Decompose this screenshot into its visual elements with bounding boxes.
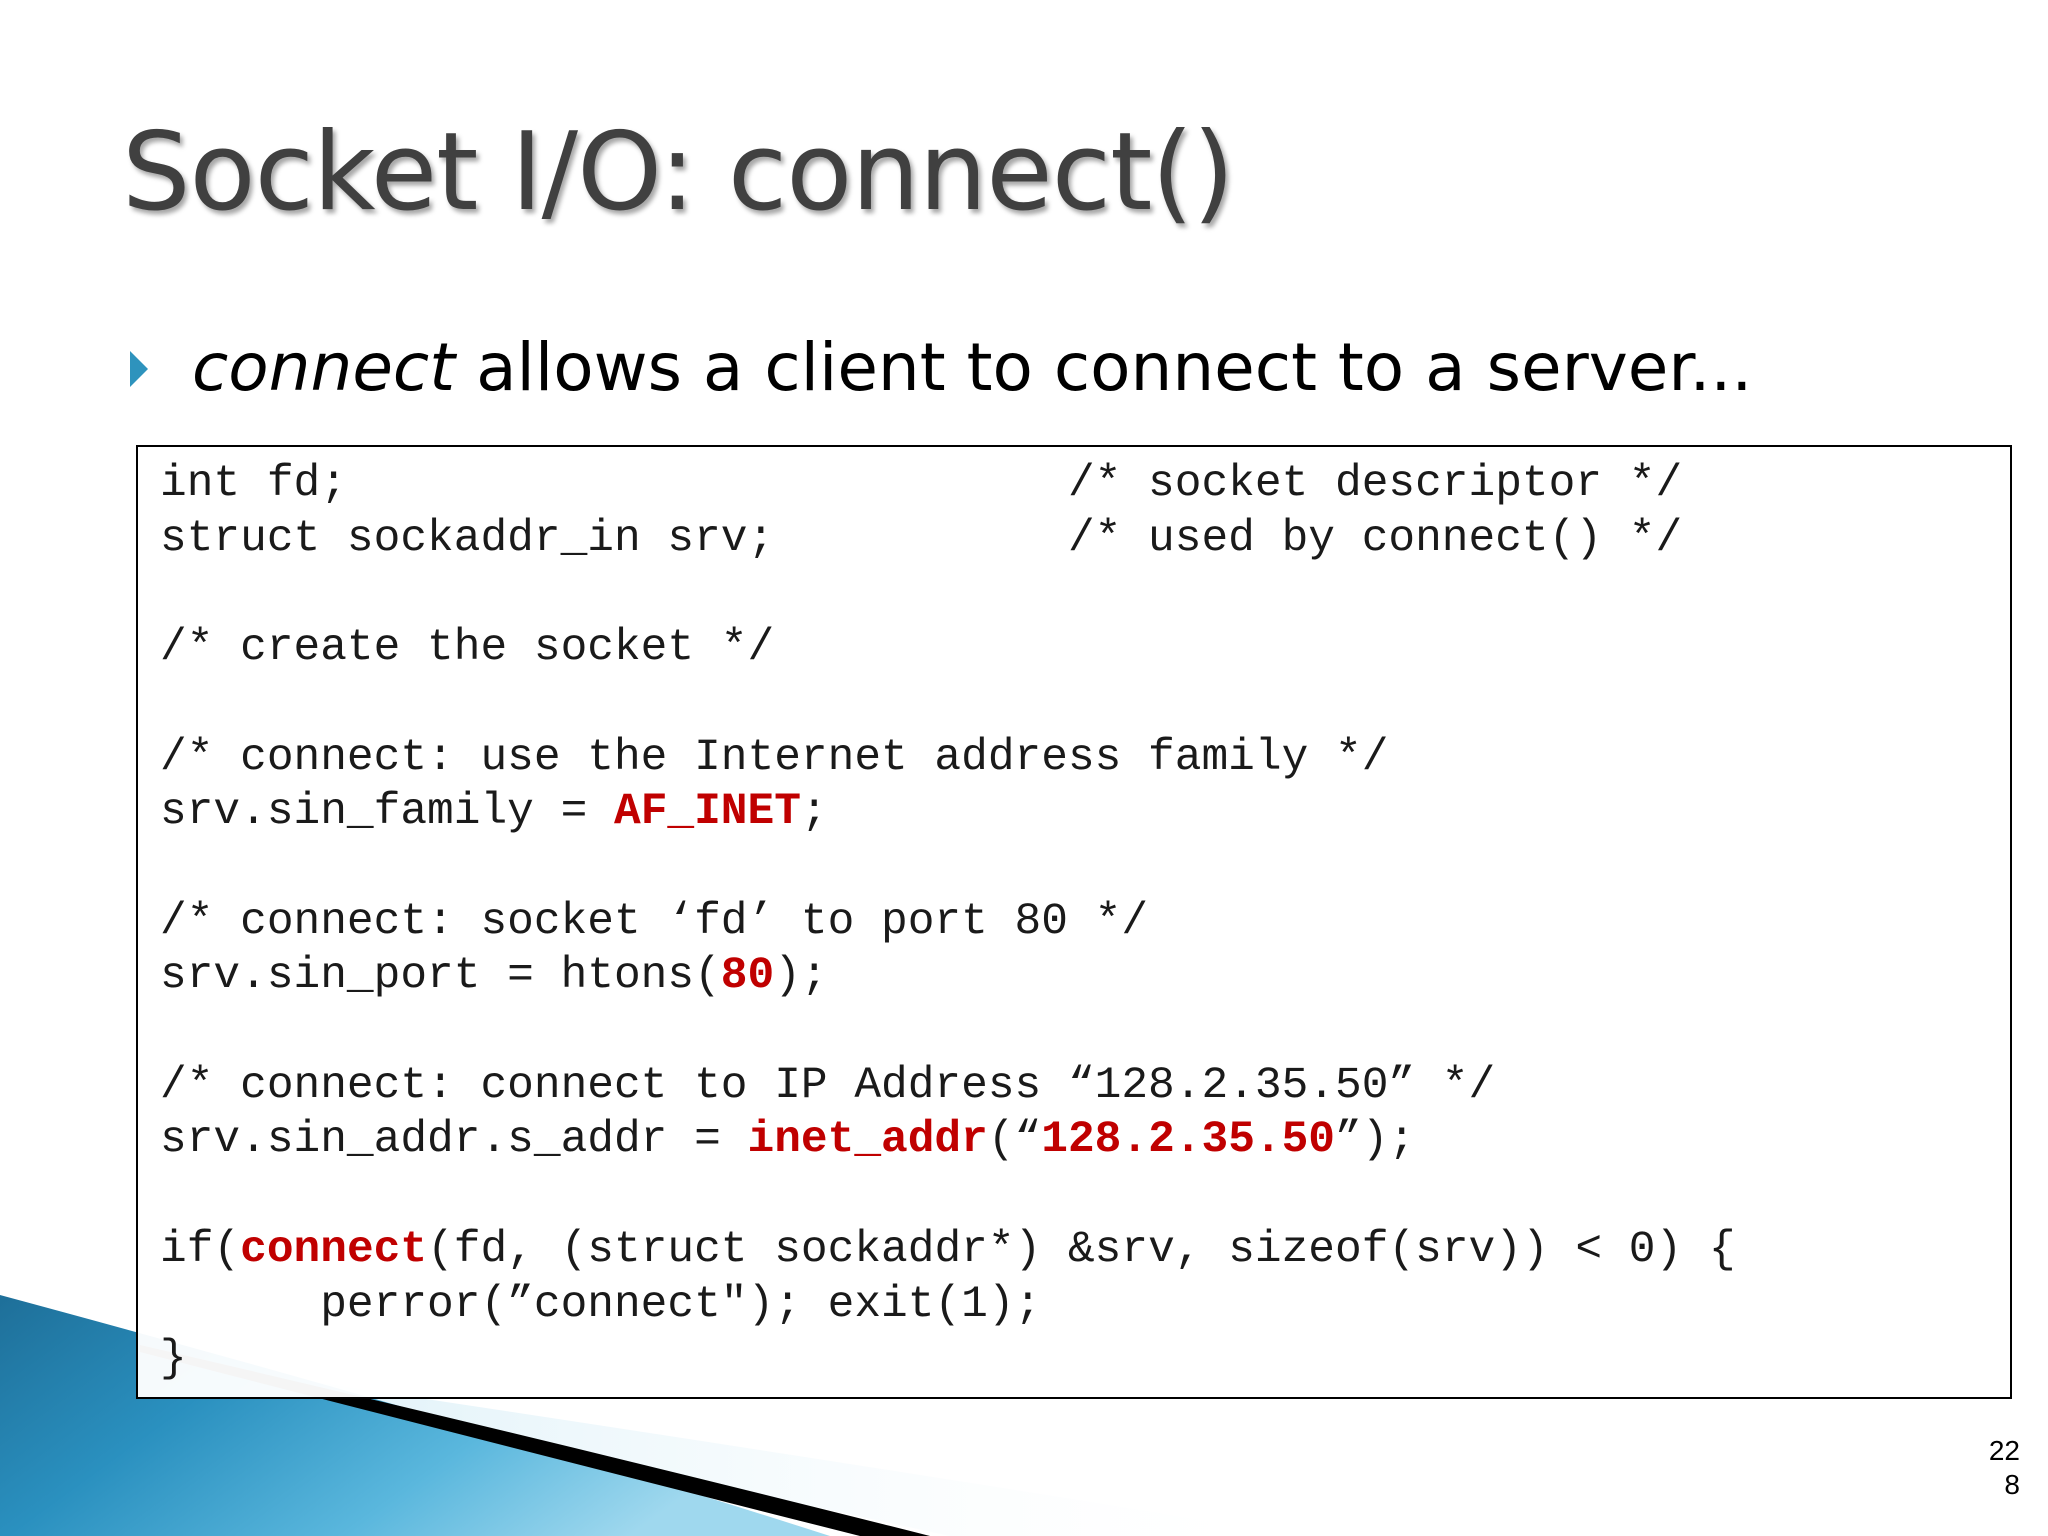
page-number-line: 8 <box>2004 1469 2020 1500</box>
code-text: srv.sin_family = <box>160 787 614 838</box>
bullet-point: connect allows a client to connect to a … <box>130 322 1752 412</box>
code-line: /* create the socket */ <box>160 623 775 674</box>
code-text: ”); <box>1335 1115 1416 1166</box>
code-line: int fd; /* socket descriptor */ <box>160 459 1683 509</box>
swoosh-light-band <box>300 1380 1300 1536</box>
code-text: srv.sin_port = htons( <box>160 951 721 1002</box>
code-line: /* connect: use the Internet address fam… <box>160 732 1389 783</box>
code-line: srv.sin_family = AF_INET; <box>160 787 828 837</box>
code-text: if( <box>160 1224 241 1275</box>
bullet-body: allows a client to connect to a server..… <box>455 328 1753 406</box>
code-block: int fd; /* socket descriptor */ struct s… <box>136 445 2012 1399</box>
bullet-arrow-icon <box>130 351 148 387</box>
code-line: /* connect: socket ‘fd’ to port 80 */ <box>160 896 1149 947</box>
page-number: 22 8 <box>1989 1434 2020 1502</box>
code-line: if(connect(fd, (struct sockaddr*) &srv, … <box>160 1225 1736 1275</box>
code-keyword: inet_addr <box>747 1115 988 1166</box>
code-text: (fd, (struct sockaddr*) &srv, sizeof(srv… <box>427 1224 1736 1275</box>
code-text: ); <box>774 951 828 1002</box>
bullet-emphasis: connect <box>192 328 456 406</box>
code-text: srv.sin_addr.s_addr = <box>160 1115 748 1166</box>
code-keyword: 80 <box>720 951 775 1002</box>
code-keyword: connect <box>240 1224 428 1275</box>
slide-title: Socket I/O: connect() <box>122 110 1235 235</box>
page-number-line: 22 <box>1988 1435 2020 1466</box>
bullet-text: connect allows a client to connect to a … <box>192 329 1752 406</box>
code-text: (“ <box>987 1115 1042 1166</box>
code-line: srv.sin_addr.s_addr = inet_addr(“128.2.3… <box>160 1115 1415 1165</box>
code-line: /* connect: connect to IP Address “128.2… <box>160 1060 1496 1111</box>
code-line: perror(”connect"); exit(1); <box>160 1279 1042 1330</box>
code-text: ; <box>800 787 828 838</box>
code-keyword: 128.2.35.50 <box>1041 1115 1336 1166</box>
code-listing: int fd; /* socket descriptor */ struct s… <box>160 457 1736 1387</box>
code-line: srv.sin_port = htons(80); <box>160 951 828 1001</box>
code-line: struct sockaddr_in srv; /* used by conne… <box>160 513 1683 564</box>
code-line: } <box>160 1334 187 1385</box>
code-keyword: AF_INET <box>613 787 801 838</box>
